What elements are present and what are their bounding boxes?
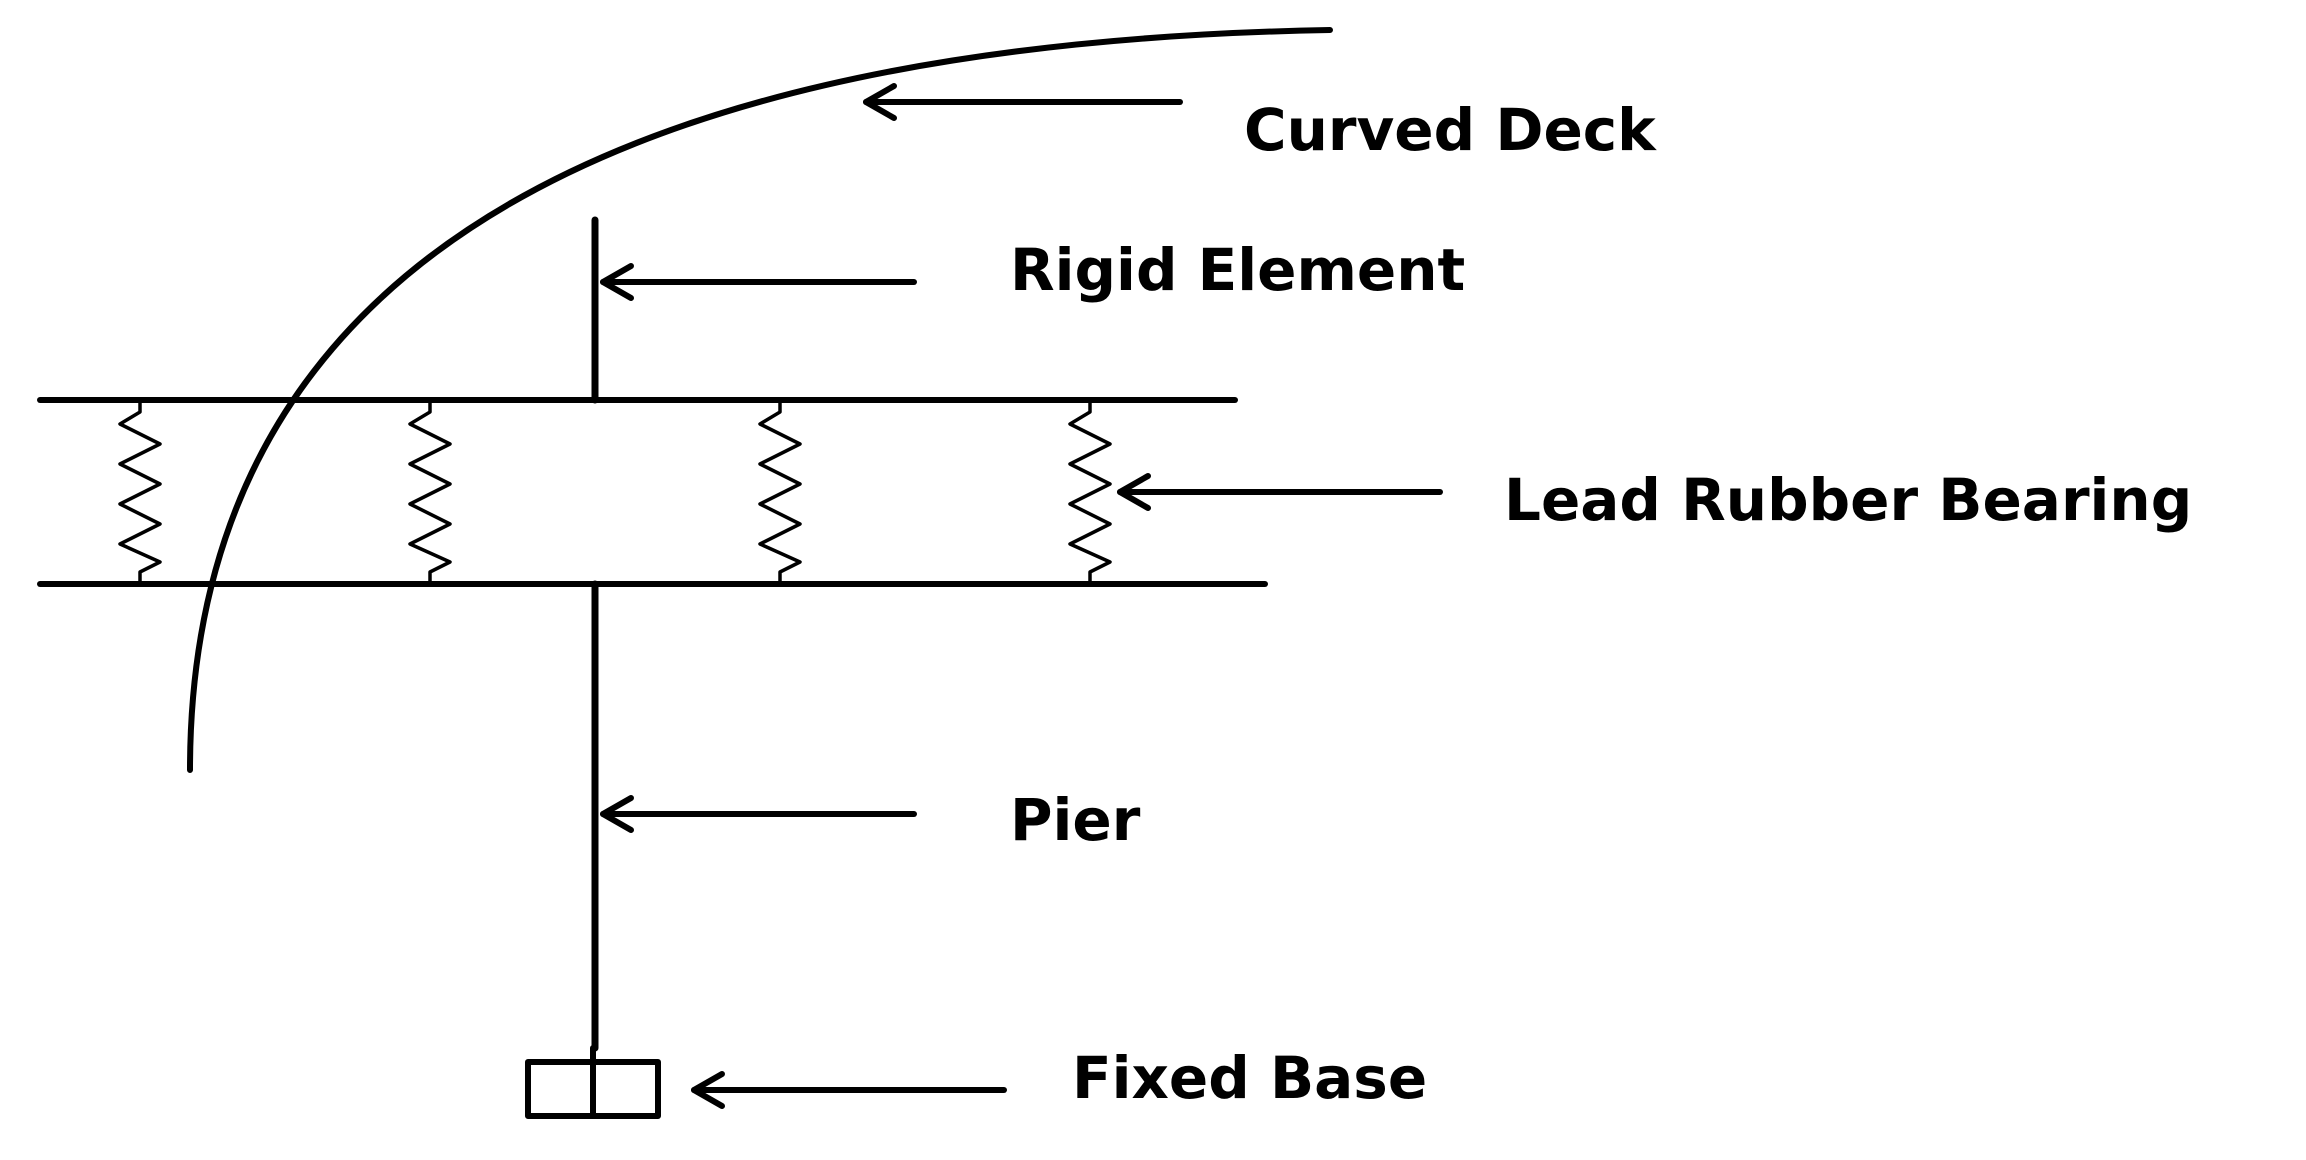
- arrow-lead-rubber-bearing: [1117, 473, 1443, 511]
- bearing-spring: [408, 398, 452, 586]
- arrow-fixed-base: [691, 1071, 1007, 1109]
- label-fixed-base: Fixed Base: [1072, 1044, 1427, 1112]
- fixed-base-symbol: [525, 1045, 661, 1119]
- curved-deck-arc: [187, 27, 1333, 773]
- label-curved-deck: Curved Deck: [1244, 96, 1657, 164]
- bearing-spring: [758, 398, 802, 586]
- label-rigid-element: Rigid Element: [1010, 236, 1465, 304]
- arrow-rigid-element: [600, 263, 917, 301]
- bearing-spring: [118, 398, 162, 586]
- bearing-spring: [1068, 398, 1112, 586]
- label-lead-rubber-bearing: Lead Rubber Bearing: [1504, 466, 2192, 534]
- label-pier: Pier: [1010, 786, 1141, 854]
- lead-rubber-bearing-springs: [118, 398, 1112, 586]
- arrow-curved-deck: [863, 83, 1183, 121]
- arrow-pier: [600, 795, 917, 833]
